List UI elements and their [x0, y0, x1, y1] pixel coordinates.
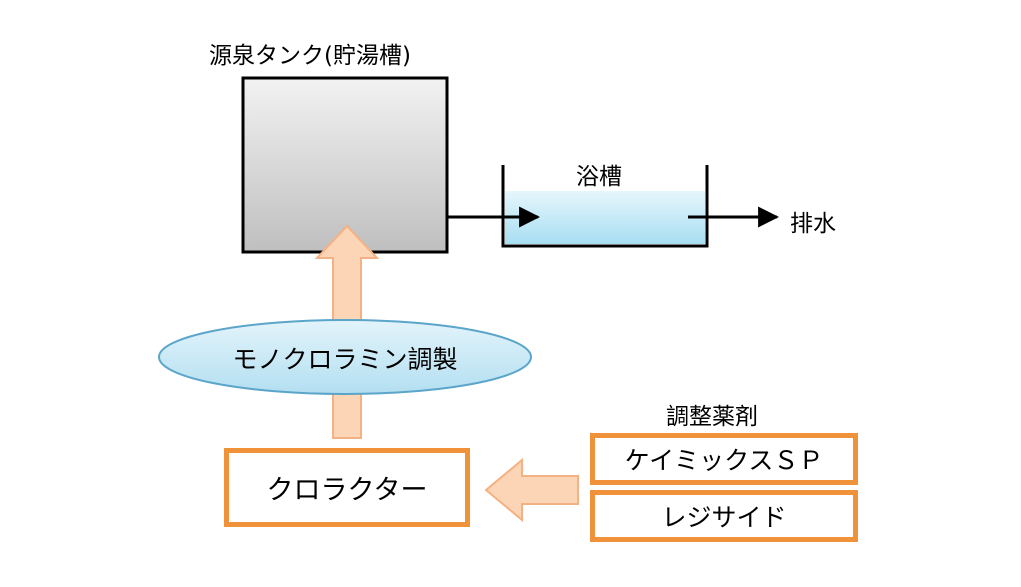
agent-label: レジサイド [661, 503, 787, 532]
bathtub-label: 浴槽 [576, 164, 622, 190]
source-tank [241, 76, 449, 254]
left-arrow [484, 457, 579, 523]
drain-label: 排水 [790, 211, 836, 237]
agent-box-rejicide: レジサイド [590, 490, 858, 542]
agent-label: ケイミックスＳＰ [624, 446, 824, 475]
source-tank-label: 源泉タンク(貯湯槽) [209, 43, 411, 69]
monochloramine-ellipse [158, 319, 532, 395]
agent-box-keimix: ケイミックスＳＰ [590, 433, 858, 485]
bathtub [501, 165, 709, 248]
adjusting-agents-title: 調整薬剤 [666, 404, 758, 430]
monochloramine-label: モノクロラミン調製 [232, 345, 458, 374]
chloractor-label: クロラクター [266, 475, 428, 506]
chloractor-box: クロラクター [224, 448, 470, 527]
